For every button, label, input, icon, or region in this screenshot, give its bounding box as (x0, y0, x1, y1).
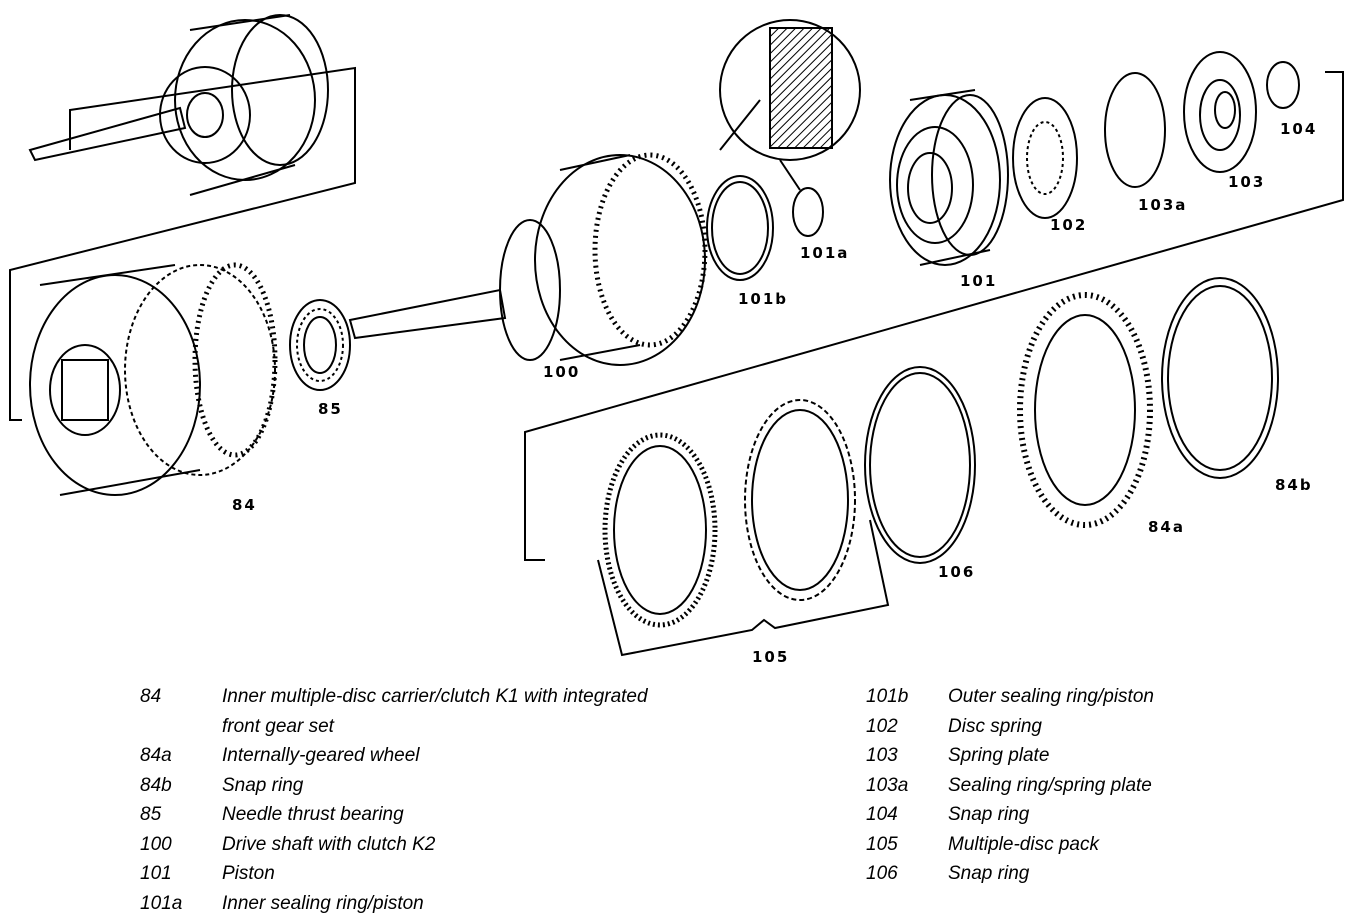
legend-number (140, 712, 222, 742)
callout-105: 105 (752, 648, 789, 666)
legend-row: 106 Snap ring (866, 859, 1336, 889)
part-103a-sealing-ring (1104, 72, 1166, 188)
legend-row: 101 Piston (140, 859, 780, 889)
legend-description: Snap ring (222, 774, 304, 796)
legend-description: Outer sealing ring/piston (948, 686, 1154, 707)
legend-row: 103 Spring plate (866, 741, 1336, 771)
callout-101a: 101a (800, 244, 849, 262)
legend-left: 84 Inner multiple-disc carrier/clutch K1 … (140, 682, 780, 918)
legend-description: Spring plate (948, 745, 1050, 766)
callout-104: 104 (1280, 120, 1317, 138)
legend-description: Disc spring (948, 715, 1042, 737)
legend-row: 84b Snap ring (140, 771, 780, 801)
callout-103: 103 (1228, 173, 1265, 191)
bracket-upper-left (9, 66, 356, 421)
part-84-carrier (29, 262, 278, 496)
legend-row: 105 Multiple-disc pack (866, 830, 1336, 860)
legend-number: 102 (866, 715, 898, 737)
legend-number: 101a (140, 892, 183, 914)
legend-row: front gear set (140, 712, 780, 742)
legend-description: front gear set (222, 715, 334, 737)
legend-row: 101a Inner sealing ring/piston (140, 889, 780, 919)
legend-description: Piston (222, 863, 275, 884)
legend-row: 100 Drive shaft with clutch K2 (140, 830, 780, 860)
legend-right: 101b Outer sealing ring/piston 102 Disc sp… (866, 682, 1336, 889)
legend-number: 101 (140, 863, 172, 884)
legend-number: 100 (140, 833, 172, 855)
magnified-seal-detail (719, 19, 861, 191)
callout-106: 106 (938, 563, 975, 581)
callout-85: 85 (318, 400, 343, 418)
callout-102: 102 (1050, 216, 1087, 234)
callout-84: 84 (232, 496, 257, 514)
legend-number: 106 (866, 863, 898, 884)
callout-101b: 101b (738, 290, 788, 308)
legend-row: 102 Disc spring (866, 712, 1336, 742)
callout-101: 101 (960, 272, 997, 290)
bracket-disc-pack (597, 519, 890, 657)
part-100-drive-shaft (348, 152, 708, 366)
callout-103a: 103a (1138, 196, 1187, 214)
legend-number: 103a (866, 774, 909, 796)
legend-description: Internally-geared wheel (222, 745, 420, 766)
part-101-piston (889, 89, 1009, 266)
legend-number: 105 (866, 833, 898, 855)
legend-number: 104 (866, 804, 898, 825)
legend-description: Sealing ring/spring plate (948, 774, 1152, 796)
part-103-spring-plate (1183, 51, 1257, 173)
callout-100: 100 (543, 363, 580, 381)
part-106-snap-ring (864, 366, 976, 564)
legend-row: 101b Outer sealing ring/piston (866, 682, 1336, 712)
part-101a-inner-seal (792, 187, 824, 237)
legend-description: Snap ring (948, 804, 1030, 825)
exploded-view-diagram: 84 85 100 101b 101a 101 102 103a 103 104… (9, 14, 1344, 666)
part-84b-snap-ring (1161, 277, 1279, 479)
legend-number: 85 (140, 804, 162, 825)
legend-description: Multiple-disc pack (948, 833, 1099, 855)
callout-84b: 84b (1275, 476, 1313, 494)
legend-description: Inner sealing ring/piston (222, 892, 424, 914)
legend-row: 103a Sealing ring/spring plate (866, 771, 1336, 801)
part-105-disc-pack (602, 399, 856, 628)
legend-number: 84 (140, 686, 162, 707)
part-84-upper-assembly (28, 14, 329, 196)
legend-description: Drive shaft with clutch K2 (222, 833, 436, 855)
legend-number: 101b (866, 686, 909, 707)
legend-row: 84 Inner multiple-disc carrier/clutch K1 … (140, 682, 780, 712)
legend-number: 84a (140, 745, 172, 766)
legend-number: 84b (140, 774, 172, 796)
legend-description: Needle thrust bearing (222, 804, 404, 825)
legend-row: 84a Internally-geared wheel (140, 741, 780, 771)
legend-description: Inner multiple-disc carrier/clutch K1 wi… (222, 686, 648, 707)
part-84a-geared-wheel (1017, 292, 1153, 528)
callout-84a: 84a (1148, 518, 1185, 536)
part-85-needle-bearing (289, 299, 351, 391)
legend-row: 85 Needle thrust bearing (140, 800, 780, 830)
part-104-snap-ring (1266, 61, 1300, 109)
part-101b-outer-seal (706, 175, 774, 281)
legend-row: 104 Snap ring (866, 800, 1336, 830)
legend-number: 103 (866, 745, 898, 766)
legend-description: Snap ring (948, 863, 1030, 884)
bracket-upper-right (524, 71, 1344, 561)
part-102-disc-spring (1012, 97, 1078, 219)
